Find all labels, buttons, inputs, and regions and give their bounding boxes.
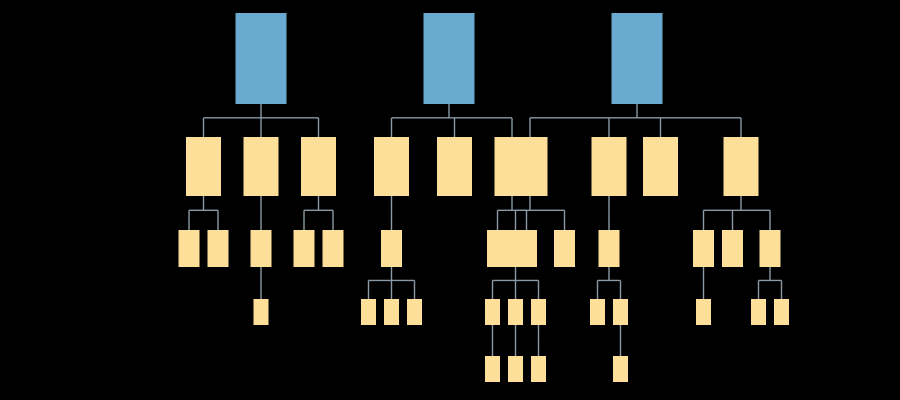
- tree-node-level-3: [613, 299, 628, 325]
- tree-node-level-4: [485, 356, 500, 382]
- tree-node-level-3: [485, 299, 500, 325]
- tree-node-level-4: [531, 356, 546, 382]
- tree-node-level-2: [178, 230, 200, 267]
- edge-layer: [188, 104, 783, 356]
- tree-node-level-2: [722, 230, 743, 267]
- root-node: [423, 13, 475, 104]
- tree-node-level-3: [590, 299, 605, 325]
- tree-node-level-1: [591, 137, 627, 196]
- tree-node-level-1: [723, 137, 759, 196]
- tree-node-level-2: [693, 230, 714, 267]
- node-layer: [178, 13, 789, 382]
- tree-node-level-1: [301, 137, 336, 196]
- tree-node-level-3: [774, 299, 789, 325]
- tree-node-level-2: [381, 230, 402, 267]
- tree-node-level-2: [487, 230, 508, 267]
- tree-node-level-1: [374, 137, 409, 196]
- tree-node-level-3: [361, 299, 376, 325]
- root-node: [611, 13, 663, 104]
- tree-node-level-1: [512, 137, 548, 196]
- tree-node-level-4: [613, 356, 628, 382]
- tree-node-level-3: [253, 299, 269, 325]
- tree-node-level-2: [322, 230, 344, 267]
- tree-node-level-1: [186, 137, 221, 196]
- tree-node-level-3: [751, 299, 766, 325]
- tree-node-level-2: [293, 230, 315, 267]
- tree-node-level-3: [508, 299, 523, 325]
- tree-node-level-1: [243, 137, 279, 196]
- tree-node-level-3: [531, 299, 546, 325]
- tree-node-level-2: [207, 230, 229, 267]
- tree-node-level-2: [598, 230, 620, 267]
- tree-node-level-3: [696, 299, 711, 325]
- tree-node-level-3: [407, 299, 422, 325]
- tree-node-level-1: [643, 137, 678, 196]
- tree-node-level-2: [250, 230, 272, 267]
- tree-node-level-2: [759, 230, 781, 267]
- tree-node-level-1: [437, 137, 472, 196]
- tree-node-level-4: [508, 356, 523, 382]
- tree-node-level-3: [384, 299, 399, 325]
- tree-node-level-2: [554, 230, 575, 267]
- tree-node-level-2: [505, 230, 526, 267]
- root-node: [235, 13, 287, 104]
